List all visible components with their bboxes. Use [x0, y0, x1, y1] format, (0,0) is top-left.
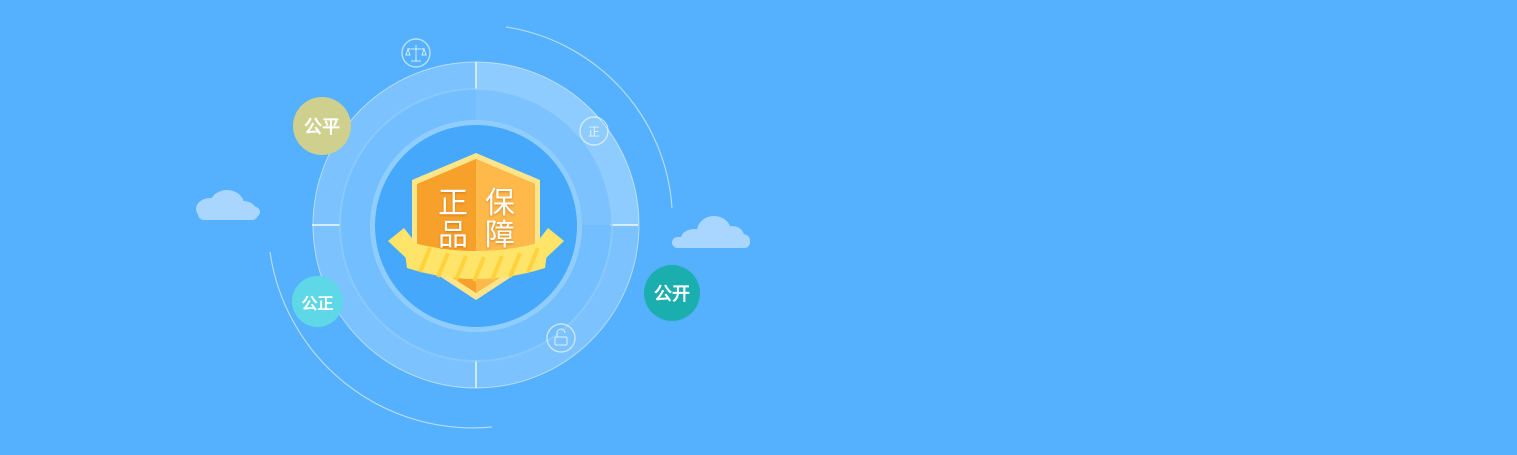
badge-char-zheng: 正 — [438, 186, 468, 221]
bubble-just-bg — [292, 276, 343, 327]
bubble-open-bg — [644, 265, 700, 321]
bubble-fair-bg — [293, 97, 351, 155]
middle-ring-edge — [339, 88, 613, 362]
cloud-right — [672, 216, 750, 248]
quality-badge — [388, 153, 564, 300]
bubble-just: 公正 — [301, 293, 334, 313]
badge-char-bao: 保 — [485, 186, 515, 221]
bubble-open: 公开 — [654, 284, 690, 305]
scale-icon — [401, 38, 431, 68]
cloud-left — [196, 190, 260, 220]
unlock-icon — [546, 323, 576, 353]
zheng-icon: 正 — [587, 124, 600, 139]
tick-marks — [312, 62, 638, 388]
outer-arc-top-right — [505, 26, 673, 209]
bubble-fair: 公平 — [304, 117, 340, 138]
zheng-icon-ring — [579, 116, 609, 146]
outer-arc-bottom-left — [269, 251, 493, 429]
badge-char-zhang: 障 — [485, 218, 515, 253]
badge-char-pin: 品 — [438, 218, 468, 253]
